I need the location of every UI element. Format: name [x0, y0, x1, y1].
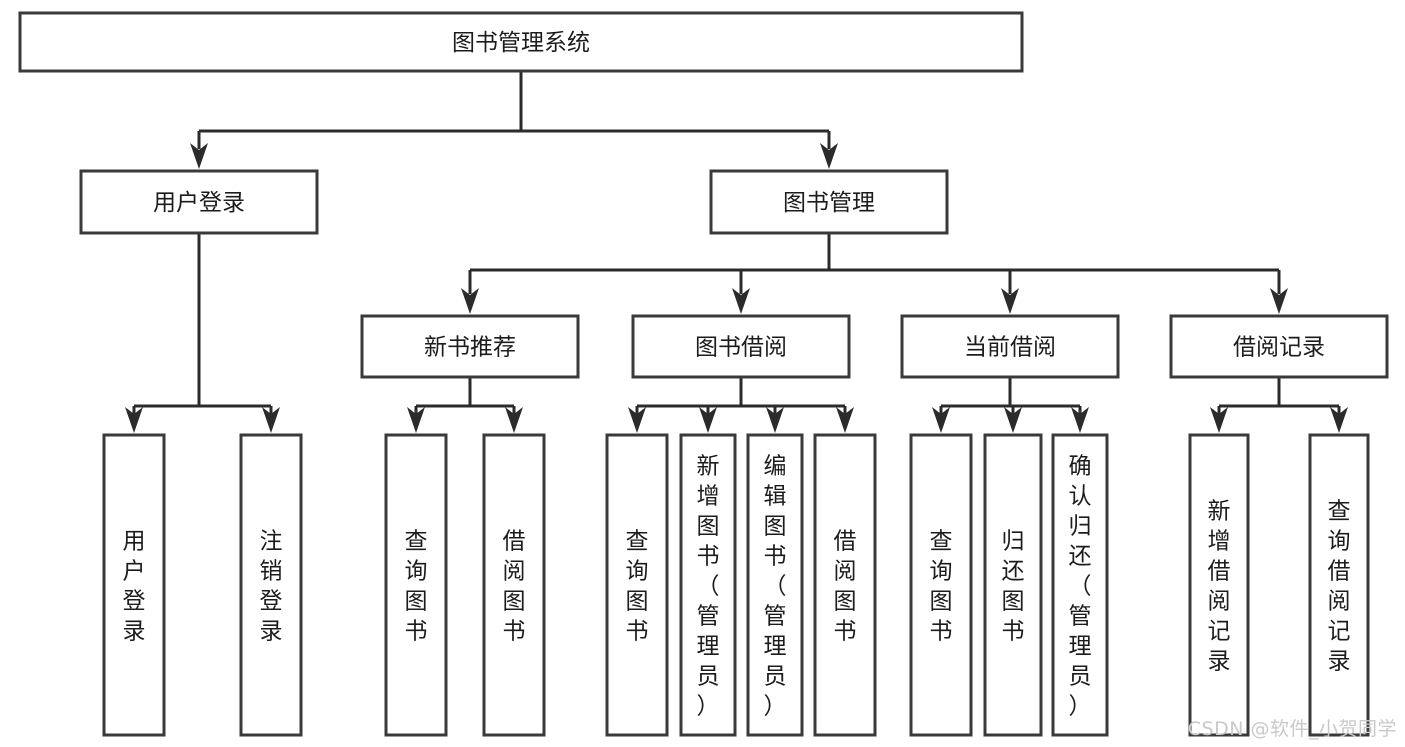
arrow-head-leaf-query-book-2: [628, 407, 646, 433]
node-label-leaf-add-book: 新增图书（管理员）: [697, 453, 720, 719]
node-box-root[interactable]: [18, 11, 1024, 73]
node-layer: 图书管理系统用户登录图书管理新书推荐图书借阅当前借阅借阅记录用户登录注销登录查询…: [18, 11, 1389, 737]
node-book-manage[interactable]: 图书管理: [709, 169, 949, 235]
csdn-watermark: CSDN @软件_小贺同学: [1187, 718, 1397, 740]
node-user-login[interactable]: 用户登录: [79, 169, 319, 235]
node-leaf-user-login[interactable]: 用户登录: [102, 433, 166, 737]
arrow-head-leaf-add-record: [1210, 407, 1228, 433]
node-current-borrow[interactable]: 当前借阅: [900, 314, 1120, 379]
node-leaf-confirm-return[interactable]: 确认归还（管理员）: [1051, 433, 1109, 737]
arrow-head-leaf-query-record: [1330, 407, 1348, 433]
node-box-book-borrow[interactable]: [631, 314, 851, 379]
node-box-leaf-add-book[interactable]: [679, 433, 737, 737]
node-root[interactable]: 图书管理系统: [18, 11, 1024, 73]
node-label-book-borrow: 图书借阅: [695, 335, 787, 361]
node-box-leaf-borrow-book-2[interactable]: [813, 433, 877, 737]
node-label-user-login: 用户登录: [153, 190, 245, 216]
node-leaf-borrow-book-1[interactable]: 借阅图书: [482, 433, 546, 737]
node-box-user-login[interactable]: [79, 169, 319, 235]
node-leaf-edit-book[interactable]: 编辑图书（管理员）: [746, 433, 804, 737]
node-leaf-query-book-2[interactable]: 查询图书: [605, 433, 669, 737]
node-label-leaf-borrow-book-2: 借阅图书: [834, 528, 857, 644]
arrow-head-leaf-logout: [262, 407, 280, 433]
node-leaf-return-book[interactable]: 归还图书: [983, 433, 1043, 737]
node-label-leaf-query-record: 查询借阅记录: [1328, 498, 1351, 674]
node-leaf-borrow-book-2[interactable]: 借阅图书: [813, 433, 877, 737]
node-leaf-query-book-3[interactable]: 查询图书: [909, 433, 973, 737]
node-label-borrow-record: 借阅记录: [1233, 335, 1325, 361]
arrow-head-current-borrow: [1001, 288, 1019, 314]
node-label-leaf-query-book-2: 查询图书: [626, 528, 649, 644]
node-box-leaf-return-book[interactable]: [983, 433, 1043, 737]
node-new-book-recommend[interactable]: 新书推荐: [360, 314, 580, 379]
arrow-head-leaf-borrow-book-2: [836, 407, 854, 433]
node-label-leaf-user-login: 用户登录: [123, 528, 146, 644]
arrow-head-leaf-add-book: [699, 407, 717, 433]
node-label-leaf-return-book: 归还图书: [1002, 528, 1025, 644]
node-label-new-book-recommend: 新书推荐: [424, 335, 516, 361]
node-label-leaf-add-record: 新增借阅记录: [1208, 498, 1231, 674]
node-box-book-manage[interactable]: [709, 169, 949, 235]
arrow-head-leaf-return-book: [1004, 407, 1022, 433]
node-label-leaf-borrow-book-1: 借阅图书: [503, 528, 526, 644]
connector-layer: [125, 71, 1348, 433]
node-leaf-add-record[interactable]: 新增借阅记录: [1188, 433, 1250, 737]
node-box-leaf-query-book-1[interactable]: [384, 433, 448, 737]
arrow-head-new-book-recommend: [461, 288, 479, 314]
arrow-head-leaf-confirm-return: [1071, 407, 1089, 433]
arrow-head-leaf-edit-book: [766, 407, 784, 433]
node-label-leaf-confirm-return: 确认归还（管理员）: [1069, 453, 1092, 719]
node-box-leaf-query-record[interactable]: [1308, 433, 1370, 737]
arrow-head-leaf-query-book-1: [407, 407, 425, 433]
node-label-book-manage: 图书管理: [783, 190, 875, 216]
node-box-current-borrow[interactable]: [900, 314, 1120, 379]
node-box-leaf-edit-book[interactable]: [746, 433, 804, 737]
arrow-head-leaf-query-book-3: [932, 407, 950, 433]
node-leaf-query-book-1[interactable]: 查询图书: [384, 433, 448, 737]
node-box-new-book-recommend[interactable]: [360, 314, 580, 379]
node-borrow-record[interactable]: 借阅记录: [1169, 314, 1389, 379]
arrow-head-leaf-user-login: [125, 407, 143, 433]
node-box-leaf-user-login[interactable]: [102, 433, 166, 737]
node-leaf-logout[interactable]: 注销登录: [239, 433, 303, 737]
node-box-leaf-query-book-3[interactable]: [909, 433, 973, 737]
node-box-leaf-add-record[interactable]: [1188, 433, 1250, 737]
node-leaf-query-record[interactable]: 查询借阅记录: [1308, 433, 1370, 737]
node-book-borrow[interactable]: 图书借阅: [631, 314, 851, 379]
node-label-leaf-logout: 注销登录: [260, 528, 283, 644]
node-label-leaf-edit-book: 编辑图书（管理员）: [764, 453, 787, 719]
arrow-head-book-borrow: [732, 288, 750, 314]
node-label-root: 图书管理系统: [452, 30, 590, 56]
node-box-leaf-logout[interactable]: [239, 433, 303, 737]
arrow-head-borrow-record: [1270, 288, 1288, 314]
node-box-leaf-confirm-return[interactable]: [1051, 433, 1109, 737]
node-label-current-borrow: 当前借阅: [964, 335, 1056, 361]
node-box-borrow-record[interactable]: [1169, 314, 1389, 379]
node-label-leaf-query-book-3: 查询图书: [930, 528, 953, 644]
arrow-head-user-login: [190, 143, 208, 169]
node-box-leaf-query-book-2[interactable]: [605, 433, 669, 737]
node-label-leaf-query-book-1: 查询图书: [405, 528, 428, 644]
node-box-leaf-borrow-book-1[interactable]: [482, 433, 546, 737]
arrow-head-book-manage: [820, 143, 838, 169]
node-leaf-add-book[interactable]: 新增图书（管理员）: [679, 433, 737, 737]
arrow-head-leaf-borrow-book-1: [505, 407, 523, 433]
